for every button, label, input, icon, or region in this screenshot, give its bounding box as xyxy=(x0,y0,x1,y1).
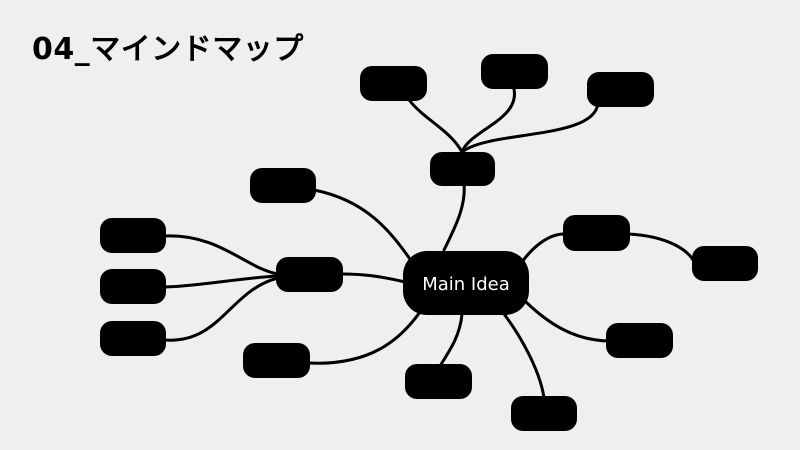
node-bottom[interactable] xyxy=(405,364,472,399)
node-left-leaf-2[interactable] xyxy=(100,269,166,304)
node-top-leaf-2[interactable] xyxy=(481,54,548,89)
connector-top-hub-to-leaf-3 xyxy=(460,101,600,154)
nodes: Main Idea xyxy=(100,54,758,431)
connector-top-hub-to-leaf-1 xyxy=(408,99,464,154)
node-left-hub[interactable] xyxy=(276,257,343,292)
node-top-hub[interactable] xyxy=(430,152,495,186)
node-bottom-right[interactable] xyxy=(511,396,577,431)
node-lower-right[interactable] xyxy=(606,323,673,358)
node-top-leaf-3[interactable] xyxy=(587,72,654,107)
connector-main-to-left-hub xyxy=(340,272,407,284)
node-upper-left[interactable] xyxy=(250,168,316,203)
connector-main-to-right-hub xyxy=(520,232,566,264)
main-idea-label: Main Idea xyxy=(422,274,510,295)
connector-main-to-bottom xyxy=(438,312,464,368)
node-top-leaf-1[interactable] xyxy=(360,66,427,101)
connector-right-hub-to-leaf xyxy=(626,232,696,264)
connector-top-hub-to-leaf-2 xyxy=(460,87,516,154)
connector-main-to-top-hub xyxy=(442,182,466,252)
node-left-leaf-1[interactable] xyxy=(100,218,166,253)
slide-title: 04_マインドマップ xyxy=(32,32,304,67)
connectors xyxy=(163,87,696,400)
node-left-leaf-3[interactable] xyxy=(100,321,166,356)
connector-left-hub-to-leaf-1 xyxy=(163,234,280,276)
connector-left-hub-to-leaf-2 xyxy=(163,274,280,289)
node-lower-left[interactable] xyxy=(243,343,310,378)
node-right-leaf[interactable] xyxy=(692,246,758,281)
connector-left-hub-to-leaf-3 xyxy=(163,276,280,342)
connector-main-to-lower-right xyxy=(524,300,610,343)
connector-main-to-lower-left xyxy=(306,310,422,365)
node-main-idea[interactable] xyxy=(403,251,529,315)
connector-main-to-upper-left xyxy=(312,188,414,264)
connector-main-to-bottom-right xyxy=(502,312,546,400)
node-right-hub[interactable] xyxy=(563,215,630,251)
